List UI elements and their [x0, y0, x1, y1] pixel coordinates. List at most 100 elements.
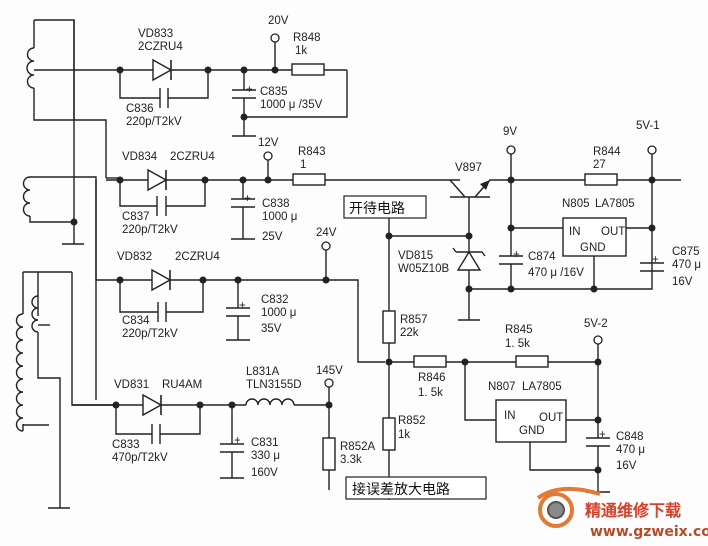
component-label: R857 [400, 314, 428, 326]
component-label: 1k [398, 429, 410, 441]
component-label: 1. 5k [418, 387, 443, 399]
component-label: GND [519, 425, 545, 437]
component-label: R848 [293, 32, 321, 44]
component-label: 1000 μ [261, 307, 296, 319]
component-label: RU4AM [162, 379, 202, 391]
component-label: 470 μ [616, 444, 645, 456]
component-label: 1000 μ /35V [260, 99, 323, 111]
component-label: 2CZRU4 [170, 151, 215, 163]
error-amp-box [345, 476, 487, 500]
component-label: 220p/T2kV [122, 328, 178, 340]
component-label: 1. 5k [505, 338, 530, 350]
rail-145v: + 145V VD831 RU4AM C833 470p/T2kV C831 3… [72, 365, 375, 490]
component-label: + [652, 254, 659, 266]
component-label: IN [504, 410, 516, 422]
component-label: 1k [295, 45, 307, 57]
component-label: 35V [261, 323, 282, 335]
component-label: 12V [258, 137, 279, 149]
component-label: 16V [616, 460, 637, 472]
component-label: VD833 [138, 28, 173, 40]
resistor-r852a [322, 437, 336, 471]
component-label: 1000 μ [262, 211, 297, 223]
standby-section: 开待电路 V897 VD815 W05Z10B 9V + C874 470 μ … [343, 120, 701, 321]
regulator-n807 [495, 399, 567, 443]
terminal-20v [270, 33, 280, 43]
component-label: VD815 [398, 250, 433, 262]
resistor-r843 [292, 173, 326, 186]
component-label: 470p/T2kV [112, 452, 168, 464]
component-label: R845 [505, 324, 533, 336]
transformer-winding-bottom [15, 271, 118, 509]
component-label: C848 [616, 431, 644, 443]
component-label: 2CZRU4 [175, 251, 220, 263]
component-label: 25V [262, 231, 283, 243]
component-label: 3.3k [340, 454, 362, 466]
inductor-l831a [245, 398, 295, 406]
component-label: C837 [122, 211, 150, 223]
component-label: + [513, 249, 520, 261]
component-label: VD832 [117, 251, 152, 263]
component-label: + [239, 300, 246, 312]
component-label: GND [580, 242, 606, 254]
component-label: 330 μ [251, 450, 280, 462]
component-label: LA7805 [522, 381, 562, 393]
component-label: L831A [246, 366, 280, 378]
component-label: TLN3155D [246, 379, 302, 391]
transistor-emitter-arrow [480, 180, 490, 190]
component-label: R852A [340, 441, 375, 453]
diode-vd833 [152, 59, 172, 81]
component-label: 接误差放大电路 [352, 481, 450, 498]
watermark: 精通维修下载 www.gzweix.com [536, 486, 708, 540]
component-label: 22k [400, 327, 419, 339]
resistor-r845 [515, 355, 549, 368]
regulator-n805 [562, 217, 627, 257]
component-label: 16V [672, 276, 693, 288]
component-label: R846 [418, 372, 446, 384]
component-label: IN [569, 226, 581, 238]
terminal-145v [324, 378, 334, 388]
component-label: 1 [300, 159, 306, 171]
component-label: LA7805 [595, 198, 635, 210]
component-label: 470 μ [672, 259, 701, 271]
standby-circuit-box [343, 195, 427, 219]
rail-24v: + 24V VD832 2CZRU4 C834 220p/T2kV C832 1… [116, 227, 385, 363]
resistor-r844 [584, 173, 618, 186]
terminal-12v [263, 151, 273, 161]
component-label: 5V-2 [584, 318, 608, 330]
component-label: C831 [251, 437, 279, 449]
diode-vd834 [147, 169, 167, 191]
component-label: VD834 [122, 151, 158, 163]
component-label: V897 [455, 162, 482, 174]
resistor-r852 [382, 417, 396, 451]
component-label: C874 [528, 251, 556, 263]
component-label: N805 [562, 198, 590, 210]
wire-24v-winding [95, 180, 120, 281]
component-label: 220p/T2kV [126, 116, 182, 128]
component-label: 开待电路 [349, 201, 405, 217]
component-label: 20V [268, 15, 289, 27]
resistor-r848 [291, 63, 325, 76]
terminal-9v [506, 145, 516, 155]
component-label: 5V-1 [636, 120, 660, 132]
rail-12v: + 12V VD834 2CZRU4 C837 220p/T2kV C838 1… [106, 137, 460, 243]
component-label: C836 [126, 103, 154, 115]
component-label: N807 [488, 381, 516, 393]
component-label: + [599, 429, 606, 441]
component-label: 2CZRU4 [138, 41, 183, 53]
component-label: + [246, 84, 253, 96]
terminal-5v-2 [593, 335, 603, 345]
component-label: + [234, 435, 241, 447]
component-label: VD831 [114, 379, 149, 391]
component-label: C834 [122, 315, 150, 327]
zener-vd815 [456, 250, 482, 271]
terminal-24v [321, 241, 331, 251]
component-label: 9V [503, 126, 517, 138]
terminal-5v-1 [647, 145, 657, 155]
diode-vd832 [151, 269, 171, 291]
component-label: C835 [260, 86, 288, 98]
component-label: C832 [261, 294, 289, 306]
component-label: www.gzweix.com [590, 524, 708, 540]
component-label: OUT [539, 412, 563, 424]
